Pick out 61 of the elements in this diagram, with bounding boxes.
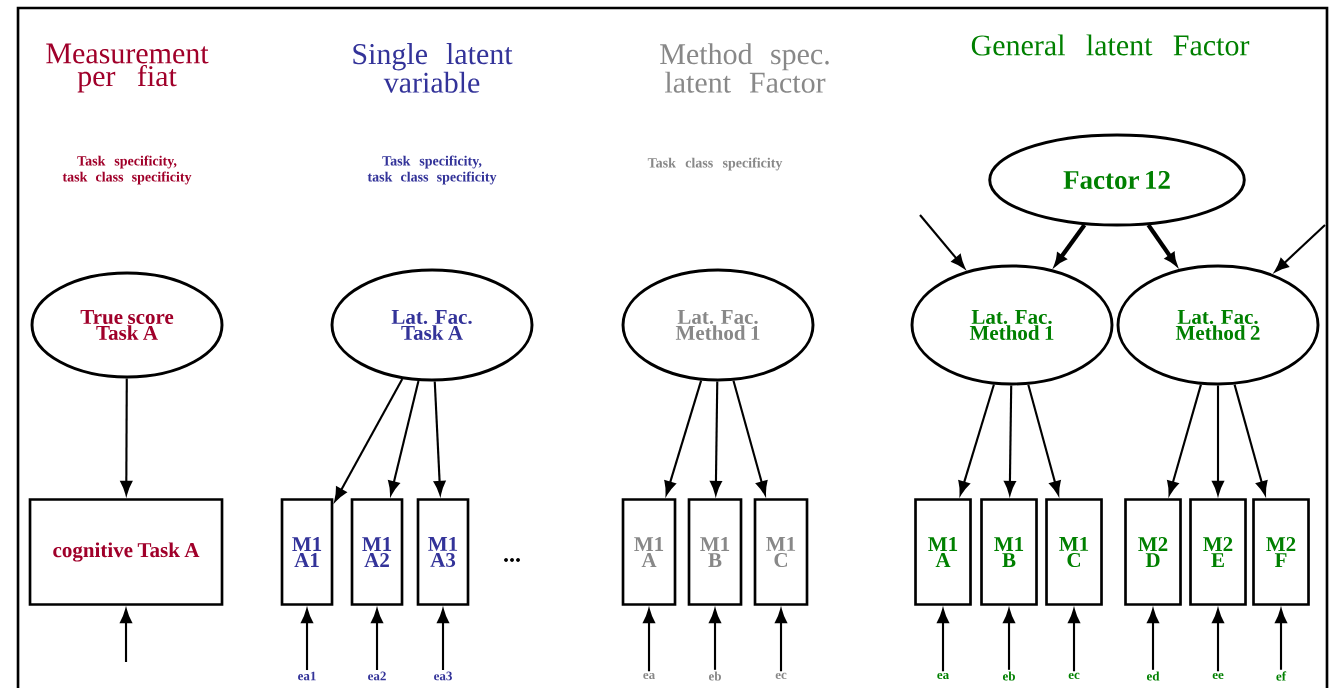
error-label: eb bbox=[1002, 671, 1015, 681]
variable-box: M2 F bbox=[1252, 498, 1310, 606]
arrow bbox=[643, 609, 655, 672]
error-label: ea bbox=[643, 672, 655, 680]
arrow bbox=[1212, 609, 1224, 672]
error-label: ed bbox=[1146, 671, 1160, 681]
panel-subtitle: Task class specificity bbox=[647, 157, 783, 171]
arrow bbox=[937, 609, 949, 672]
arrow bbox=[388, 380, 420, 496]
arrow bbox=[334, 378, 404, 502]
arrow bbox=[371, 609, 383, 671]
arrow bbox=[1068, 609, 1080, 672]
arrow bbox=[919, 214, 966, 269]
arrow bbox=[120, 378, 133, 495]
error-label: ec bbox=[775, 672, 787, 680]
variable-box: M1 C bbox=[753, 498, 809, 606]
arrow bbox=[775, 609, 787, 672]
variable-box: M1 A3 bbox=[416, 498, 470, 606]
arrow bbox=[1233, 384, 1268, 496]
ellipsis: ... bbox=[504, 558, 520, 562]
arrow bbox=[1004, 385, 1016, 495]
panel-title: Measurement per fiat bbox=[46, 43, 209, 93]
panel-title: Method spec. latent Factor bbox=[660, 43, 829, 93]
panel-title: Single latent variable bbox=[353, 43, 513, 93]
variable-box: M2 E bbox=[1189, 498, 1247, 606]
error-label: ec bbox=[1068, 672, 1080, 680]
arrow bbox=[1274, 224, 1326, 273]
error-label: ea3 bbox=[434, 671, 452, 681]
arrow bbox=[120, 609, 132, 662]
variable-box: M1 B bbox=[687, 498, 743, 606]
arrow bbox=[1275, 609, 1287, 670]
arrow bbox=[1054, 223, 1087, 266]
error-label: eb bbox=[708, 671, 721, 681]
arrow bbox=[664, 380, 703, 496]
error-label: ea1 bbox=[298, 671, 316, 681]
arrow bbox=[1147, 609, 1159, 670]
arrow bbox=[709, 609, 721, 670]
arrow bbox=[1212, 385, 1224, 495]
error-label: ea2 bbox=[368, 671, 386, 681]
variable-box: M1 A2 bbox=[350, 498, 404, 606]
panel-subtitle: Task specificity, task class specificity bbox=[62, 155, 192, 185]
arrow bbox=[710, 381, 722, 495]
error-label: ef bbox=[1276, 671, 1287, 681]
arrow bbox=[1003, 609, 1015, 670]
panel-subtitle: Task specificity, task class specificity bbox=[367, 155, 497, 185]
panel-title: General latent Factor bbox=[971, 34, 1250, 56]
arrow bbox=[437, 609, 449, 671]
arrow bbox=[958, 384, 995, 496]
variable-box: M1 B bbox=[980, 498, 1038, 606]
variable-box: cognitive Task A bbox=[28, 498, 224, 606]
variable-box: M1 C bbox=[1045, 498, 1103, 606]
arrow bbox=[1027, 384, 1061, 496]
variable-box: M1 A bbox=[914, 498, 972, 606]
variable-box: M1 A1 bbox=[280, 498, 334, 606]
variable-box: M2 D bbox=[1124, 498, 1182, 606]
arrow bbox=[732, 380, 768, 496]
error-label: ee bbox=[1212, 672, 1224, 680]
arrow bbox=[301, 609, 313, 671]
variable-box: M1 A bbox=[621, 498, 677, 606]
arrow bbox=[1167, 384, 1202, 496]
error-label: ea bbox=[937, 672, 949, 680]
